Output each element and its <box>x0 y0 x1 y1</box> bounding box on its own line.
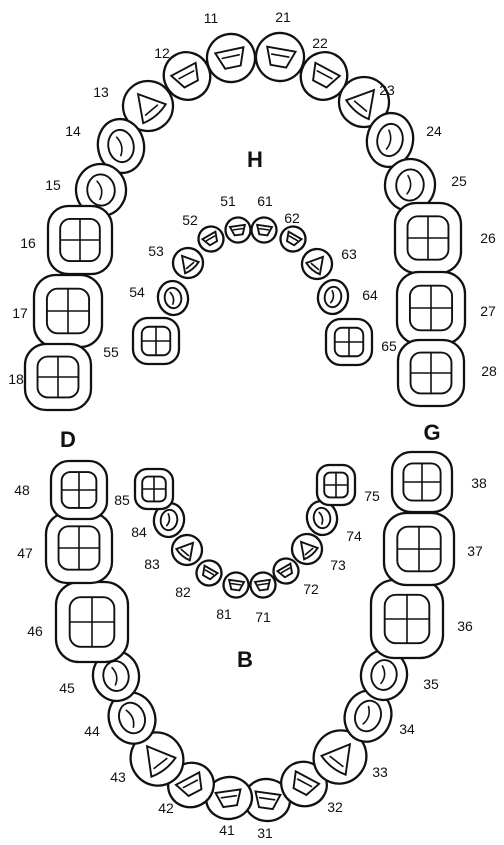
tooth-51 <box>224 216 252 244</box>
tooth-52 <box>194 222 228 256</box>
tooth-number-41: 41 <box>219 822 235 838</box>
tooth-number-36: 36 <box>457 618 473 634</box>
tooth-number-52: 52 <box>182 212 198 228</box>
tooth-number-16: 16 <box>20 235 36 251</box>
tooth-64 <box>315 278 350 317</box>
tooth-number-51: 51 <box>220 193 236 209</box>
tooth-number-81: 81 <box>216 606 232 622</box>
tooth-36 <box>371 580 443 658</box>
tooth-27 <box>397 272 465 344</box>
tooth-number-42: 42 <box>158 800 174 816</box>
tooth-number-82: 82 <box>175 584 191 600</box>
tooth-number-23: 23 <box>379 82 395 98</box>
tooth-number-43: 43 <box>110 769 126 785</box>
tooth-21 <box>252 29 308 85</box>
tooth-number-75: 75 <box>364 488 380 504</box>
tooth-16 <box>48 206 112 274</box>
tooth-number-35: 35 <box>423 676 439 692</box>
tooth-number-13: 13 <box>93 84 109 100</box>
tooth-number-31: 31 <box>257 825 273 841</box>
tooth-65 <box>326 319 372 365</box>
tooth-number-28: 28 <box>481 363 497 379</box>
tooth-61 <box>250 216 278 244</box>
tooth-number-37: 37 <box>467 543 483 559</box>
tooth-number-71: 71 <box>255 609 271 625</box>
tooth-63 <box>296 243 338 285</box>
tooth-number-24: 24 <box>426 123 442 139</box>
tooth-number-62: 62 <box>284 210 300 226</box>
tooth-number-65: 65 <box>381 338 397 354</box>
tooth-71 <box>249 571 277 599</box>
tooth-18 <box>25 344 91 410</box>
tooth-number-44: 44 <box>84 723 100 739</box>
tooth-62 <box>276 222 310 256</box>
tooth-number-55: 55 <box>103 344 119 360</box>
tooth-number-25: 25 <box>451 173 467 189</box>
tooth-number-34: 34 <box>399 721 415 737</box>
tooth-number-22: 22 <box>312 35 328 51</box>
tooth-number-15: 15 <box>45 177 61 193</box>
tooth-55 <box>133 318 179 364</box>
tooth-number-45: 45 <box>59 680 75 696</box>
tooth-number-54: 54 <box>129 284 145 300</box>
tooth-number-53: 53 <box>148 243 164 259</box>
tooth-number-84: 84 <box>131 524 147 540</box>
tooth-number-72: 72 <box>303 581 319 597</box>
tooth-number-14: 14 <box>65 123 81 139</box>
tooth-75 <box>317 465 355 505</box>
tooth-47 <box>46 513 112 583</box>
tooth-number-83: 83 <box>144 556 160 572</box>
tooth-37 <box>384 513 454 585</box>
tooth-number-27: 27 <box>480 303 496 319</box>
tooth-number-32: 32 <box>327 799 343 815</box>
tooth-number-12: 12 <box>154 45 170 61</box>
tooth-number-85: 85 <box>114 492 130 508</box>
tooth-26 <box>395 203 461 273</box>
tooth-number-74: 74 <box>346 528 362 544</box>
lower-arch-letter: B <box>237 647 253 672</box>
tooth-81 <box>222 571 250 599</box>
tooth-number-46: 46 <box>27 623 43 639</box>
tooth-number-61: 61 <box>257 193 273 209</box>
tooth-number-33: 33 <box>372 764 388 780</box>
tooth-number-21: 21 <box>275 9 291 25</box>
tooth-number-73: 73 <box>330 557 346 573</box>
tooth-number-64: 64 <box>362 287 378 303</box>
tooth-number-18: 18 <box>8 371 24 387</box>
tooth-85 <box>135 469 173 509</box>
tooth-46 <box>56 582 128 662</box>
right-side-letter: D <box>60 427 76 452</box>
tooth-number-47: 47 <box>17 545 33 561</box>
tooth-number-26: 26 <box>480 230 496 246</box>
left-side-letter: G <box>423 420 440 445</box>
tooth-number-63: 63 <box>341 246 357 262</box>
tooth-48 <box>51 461 107 519</box>
tooth-28 <box>398 340 464 406</box>
tooth-54 <box>155 279 190 318</box>
tooth-number-17: 17 <box>12 305 28 321</box>
tooth-number-38: 38 <box>471 475 487 491</box>
tooth-38 <box>392 452 452 512</box>
tooth-number-11: 11 <box>204 10 219 26</box>
tooth-number-48: 48 <box>14 482 30 498</box>
tooth-17 <box>34 275 102 347</box>
upper-arch-letter: H <box>247 147 263 172</box>
